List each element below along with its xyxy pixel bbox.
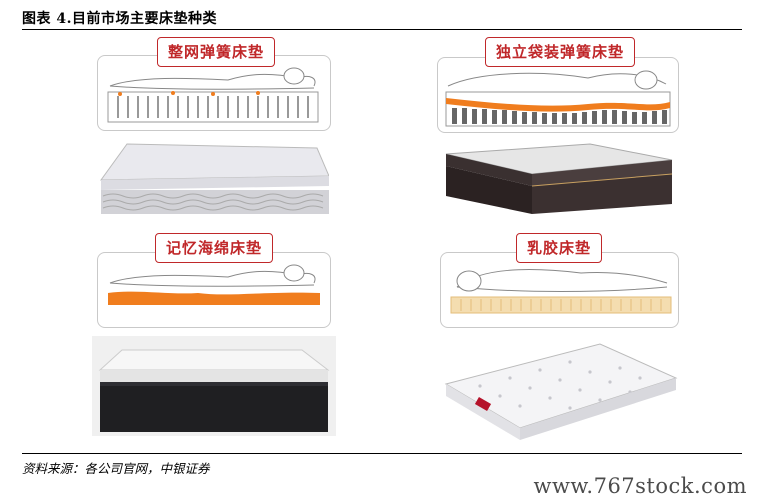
- diagram-memory-foam: [97, 252, 331, 328]
- photo-latex-mattress: [440, 336, 680, 444]
- diagram-latex: [440, 252, 679, 328]
- photo-bonnell-mattress: [97, 138, 329, 218]
- label-pocket-spring: 独立袋装弹簧床垫: [485, 37, 636, 67]
- top-rule: [22, 29, 742, 30]
- pocket-spring-illustration: [445, 70, 671, 127]
- diagram-bonnell-spring: [97, 55, 331, 131]
- figure-source: 资料来源：各公司官网，中银证券: [22, 461, 210, 476]
- memory-foam-illustration: [108, 264, 320, 305]
- photo-memory-foam-mattress: [92, 336, 336, 436]
- label-memory-foam: 记忆海绵床垫: [155, 233, 274, 263]
- bottom-rule: [22, 453, 742, 454]
- watermark: www.767stock.com: [533, 474, 747, 498]
- diagram-pocket-spring: [437, 57, 679, 133]
- photo-pocket-mattress: [440, 140, 677, 220]
- label-latex: 乳胶床垫: [516, 233, 603, 263]
- bonnell-spring-illustration: [107, 67, 319, 123]
- label-bonnell-spring: 整网弹簧床垫: [157, 37, 276, 67]
- figure-title: 图表 4.目前市场主要床垫种类: [22, 11, 217, 27]
- latex-illustration: [450, 269, 672, 314]
